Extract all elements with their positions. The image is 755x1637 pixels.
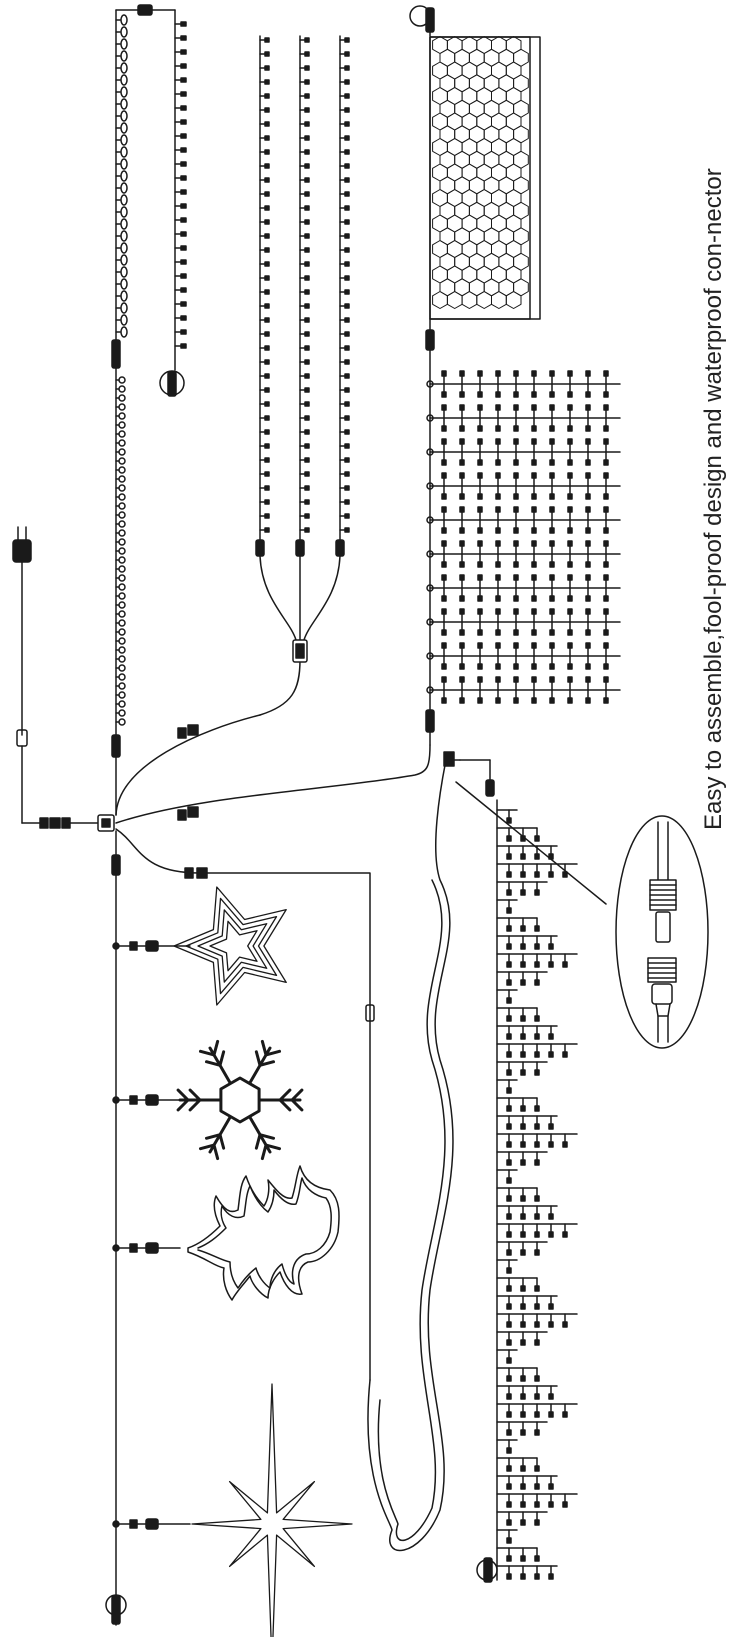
plug-icon	[12, 526, 99, 829]
bottom-icicle-light-icon	[476, 799, 578, 1583]
main-connector-hub	[97, 814, 115, 832]
starburst-motif-icon	[112, 1383, 353, 1637]
hub-cables	[115, 659, 431, 1381]
icicle-light-icon	[255, 35, 350, 663]
led-string-light-icon	[111, 4, 187, 816]
snowflake-motif-icon	[112, 1039, 304, 1161]
caption-text: Easy to assemble,fool-proof design and w…	[700, 168, 727, 830]
net-light-icon	[409, 5, 541, 746]
star-motif-icon	[112, 886, 287, 1006]
main-bus-line	[105, 830, 127, 1626]
waterproof-connector-detail-icon	[615, 815, 709, 1049]
curtain-light-icon	[426, 370, 621, 704]
tree-motif-icon	[112, 1165, 340, 1301]
wavy-cable	[367, 751, 495, 1552]
